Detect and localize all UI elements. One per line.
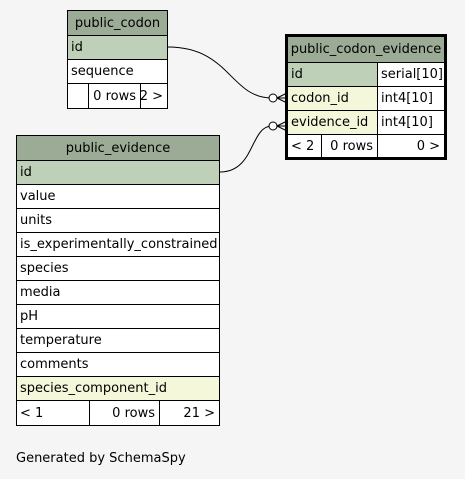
column-row[interactable]: units xyxy=(17,209,219,233)
table-public-codon[interactable]: public_codon id sequence 0 rows 2 > xyxy=(67,10,168,109)
column-name: media xyxy=(20,285,61,300)
column-row[interactable]: species xyxy=(17,257,219,281)
column-name: sequence xyxy=(71,64,134,79)
footer-row-count: 0 rows xyxy=(89,401,159,425)
column-name: temperature xyxy=(20,333,102,348)
generated-by-label: Generated by SchemaSpy xyxy=(16,451,186,466)
column-type: serial[10] xyxy=(377,63,444,86)
table-public-codon-evidence[interactable]: public_codon_evidence id serial[10] codo… xyxy=(285,34,447,160)
column-name: evidence_id xyxy=(288,111,377,134)
table-title: public_codon_evidence xyxy=(290,42,442,57)
table-footer: < 1 0 rows 21 > xyxy=(17,401,219,425)
table-footer: < 2 0 rows 0 > xyxy=(288,135,444,157)
column-name: species xyxy=(20,261,69,276)
column-row[interactable]: codon_id int4[10] xyxy=(288,87,444,111)
column-row[interactable]: media xyxy=(17,281,219,305)
column-row[interactable]: sequence xyxy=(68,60,167,84)
footer-parents xyxy=(68,84,88,108)
footer-row-count: 0 rows xyxy=(88,84,140,108)
column-name: units xyxy=(20,213,52,228)
relation-optional-marker xyxy=(268,93,278,103)
table-header[interactable]: public_codon xyxy=(68,11,167,36)
table-header[interactable]: public_codon_evidence xyxy=(288,37,444,63)
table-title: public_codon xyxy=(74,15,161,31)
column-name: id xyxy=(71,40,83,55)
table-footer: 0 rows 2 > xyxy=(68,84,167,108)
column-type: int4[10] xyxy=(377,111,444,134)
relation-evidence-to-codon-evidence xyxy=(219,125,273,173)
column-row[interactable]: id serial[10] xyxy=(288,63,444,87)
column-type: int4[10] xyxy=(377,87,444,110)
column-row[interactable]: pH xyxy=(17,305,219,329)
column-row[interactable]: evidence_id int4[10] xyxy=(288,111,444,135)
table-title: public_evidence xyxy=(65,140,171,156)
column-name: comments xyxy=(20,357,89,372)
column-row[interactable]: comments xyxy=(17,353,219,377)
column-row[interactable]: value xyxy=(17,185,219,209)
column-name: is_experimentally_constrained xyxy=(20,237,218,252)
footer-children[interactable]: 2 > xyxy=(140,84,167,108)
column-row[interactable]: is_experimentally_constrained xyxy=(17,233,219,257)
column-name: species_component_id xyxy=(20,381,167,396)
table-public-evidence[interactable]: public_evidence id value units is_experi… xyxy=(16,135,220,426)
relation-optional-marker xyxy=(268,121,278,131)
footer-parents[interactable]: < 1 xyxy=(20,405,44,421)
relation-codon-to-codon-evidence xyxy=(167,46,273,99)
column-row[interactable]: id xyxy=(68,36,167,60)
column-row[interactable]: species_component_id xyxy=(17,377,219,401)
column-name: codon_id xyxy=(288,87,377,110)
column-name: pH xyxy=(20,309,39,324)
column-name: value xyxy=(20,189,56,204)
footer-row-count: 0 rows xyxy=(321,135,377,157)
footer-children[interactable]: 21 > xyxy=(159,401,219,425)
footer-parents[interactable]: < 2 xyxy=(291,138,315,154)
footer-children: 0 > xyxy=(377,135,444,157)
column-row[interactable]: id xyxy=(17,161,219,185)
column-row[interactable]: temperature xyxy=(17,329,219,353)
column-name: id xyxy=(20,165,32,180)
table-header[interactable]: public_evidence xyxy=(17,136,219,161)
column-name: id xyxy=(288,63,377,86)
